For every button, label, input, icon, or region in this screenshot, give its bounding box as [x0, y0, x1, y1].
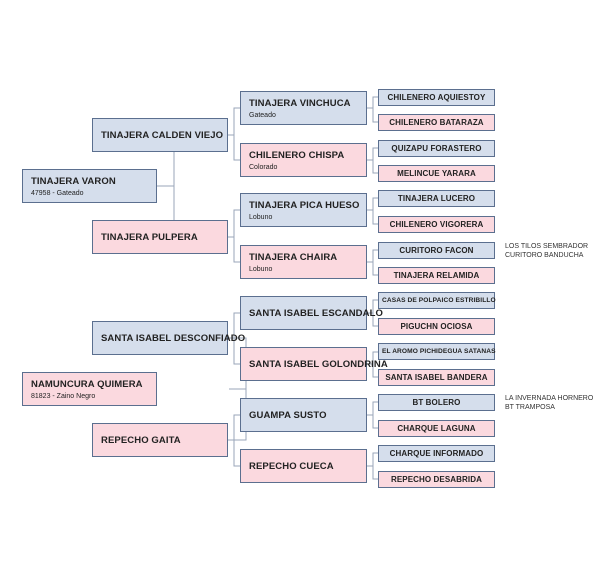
horse-coat: Colorado: [249, 163, 278, 171]
horse-coat: Lobuno: [249, 213, 273, 221]
horse-name: CHILENERO BATARAZA: [389, 118, 484, 127]
horse-card-gen4[interactable]: CHILENERO VIGORERA: [378, 216, 495, 233]
horse-card-gen4[interactable]: BT BOLERO: [378, 394, 495, 411]
horse-name: REPECHO DESABRIDA: [390, 475, 483, 484]
horse-name: TINAJERA CALDEN VIEJO: [101, 129, 224, 141]
horse-name: TINAJERA RELAMIDA: [393, 271, 480, 280]
horse-name: MELINCUE YARARA: [397, 169, 476, 178]
horse-name: CHILENERO CHISPA: [249, 149, 345, 161]
horse-card-gen3[interactable]: SANTA ISABEL ESCANDALO: [240, 296, 383, 330]
horse-card-gen4[interactable]: PIGUCHN OCIOSA: [378, 318, 495, 335]
horse-card-gen4[interactable]: QUIZAPU FORASTERO: [378, 140, 495, 157]
horse-card-gen4[interactable]: MELINCUE YARARA: [378, 165, 495, 182]
horse-name: CASAS DE POLPAICO ESTRIBILLO: [382, 297, 496, 304]
horse-card-gen4[interactable]: CASAS DE POLPAICO ESTRIBILLO: [378, 292, 496, 309]
horse-name: CHILENERO VIGORERA: [389, 220, 484, 229]
horse-coat: Gateado: [249, 111, 276, 119]
horse-coat: Lobuno: [249, 265, 273, 273]
horse-card-gen2[interactable]: SANTA ISABEL DESCONFIADO: [92, 321, 246, 355]
horse-name: REPECHO GAITA: [101, 434, 181, 446]
horse-card-gen4[interactable]: CURITORO FACON: [378, 242, 495, 259]
horse-card-gen3[interactable]: REPECHO CUECA: [240, 449, 367, 483]
horse-card-gen4[interactable]: SANTA ISABEL BANDERA: [378, 369, 495, 386]
horse-card-dam[interactable]: NAMUNCURA QUIMERA 81823 - Zaino Negro: [22, 372, 157, 406]
horse-name: EL AROMO PICHIDEGUA SATANAS: [382, 348, 496, 355]
horse-card-gen4[interactable]: EL AROMO PICHIDEGUA SATANAS: [378, 343, 495, 360]
horse-card-gen3[interactable]: TINAJERA VINCHUCA Gateado: [240, 91, 367, 125]
horse-name: CHILENERO AQUIESTOY: [387, 93, 486, 102]
note-line: BT TRAMPOSA: [505, 404, 555, 411]
horse-name: CHARQUE LAGUNA: [397, 424, 476, 433]
note-line: LA INVERNADA HORNERO: [505, 395, 594, 402]
horse-card-gen3[interactable]: TINAJERA PICA HUESO Lobuno: [240, 193, 367, 227]
horse-name: SANTA ISABEL ESCANDALO: [249, 307, 383, 319]
horse-name: TINAJERA PULPERA: [101, 231, 198, 243]
horse-card-gen4[interactable]: CHILENERO BATARAZA: [378, 114, 495, 131]
horse-card-gen4[interactable]: CHARQUE LAGUNA: [378, 420, 495, 437]
horse-registration: 47958 - Gateado: [31, 189, 84, 197]
horse-card-gen2[interactable]: TINAJERA PULPERA: [92, 220, 228, 254]
horse-name: SANTA ISABEL BANDERA: [385, 373, 488, 382]
ancestry-note: LA INVERNADA HORNERO BT TRAMPOSA: [505, 394, 593, 412]
horse-card-gen3[interactable]: GUAMPA SUSTO: [240, 398, 367, 432]
horse-registration: 81823 - Zaino Negro: [31, 392, 96, 400]
horse-name: CURITORO FACON: [399, 246, 474, 255]
horse-name: TINAJERA PICA HUESO: [249, 199, 360, 211]
horse-name: BT BOLERO: [412, 398, 461, 407]
horse-name: GUAMPA SUSTO: [249, 409, 327, 421]
horse-name: REPECHO CUECA: [249, 460, 334, 472]
horse-card-gen3[interactable]: SANTA ISABEL GOLONDRINA: [240, 347, 388, 381]
horse-card-gen4[interactable]: TINAJERA RELAMIDA: [378, 267, 495, 284]
horse-name: TINAJERA LUCERO: [397, 194, 476, 203]
horse-card-gen2[interactable]: TINAJERA CALDEN VIEJO: [92, 118, 228, 152]
horse-card-gen3[interactable]: TINAJERA CHAIRA Lobuno: [240, 245, 367, 279]
horse-name: PIGUCHN OCIOSA: [400, 322, 473, 331]
horse-card-gen2[interactable]: REPECHO GAITA: [92, 423, 228, 457]
note-line: LOS TILOS SEMBRADOR: [505, 243, 589, 250]
horse-name: CHARQUE INFORMADO: [389, 449, 484, 458]
horse-name: TINAJERA CHAIRA: [249, 251, 338, 263]
horse-name: SANTA ISABEL DESCONFIADO: [101, 332, 246, 344]
horse-name: TINAJERA VARON: [31, 175, 116, 187]
horse-name: NAMUNCURA QUIMERA: [31, 378, 143, 390]
horse-card-gen4[interactable]: CHARQUE INFORMADO: [378, 445, 495, 462]
horse-card-sire[interactable]: TINAJERA VARON 47958 - Gateado: [22, 169, 157, 203]
note-line: CURITORO BANDUCHA: [505, 252, 584, 259]
horse-name: SANTA ISABEL GOLONDRINA: [249, 358, 388, 370]
horse-name: TINAJERA VINCHUCA: [249, 97, 351, 109]
horse-name: QUIZAPU FORASTERO: [391, 144, 482, 153]
horse-card-gen3[interactable]: CHILENERO CHISPA Colorado: [240, 143, 367, 177]
horse-card-gen4[interactable]: CHILENERO AQUIESTOY: [378, 89, 495, 106]
horse-card-gen4[interactable]: TINAJERA LUCERO: [378, 190, 495, 207]
ancestry-note: LOS TILOS SEMBRADOR CURITORO BANDUCHA: [505, 242, 588, 260]
horse-card-gen4[interactable]: REPECHO DESABRIDA: [378, 471, 495, 488]
